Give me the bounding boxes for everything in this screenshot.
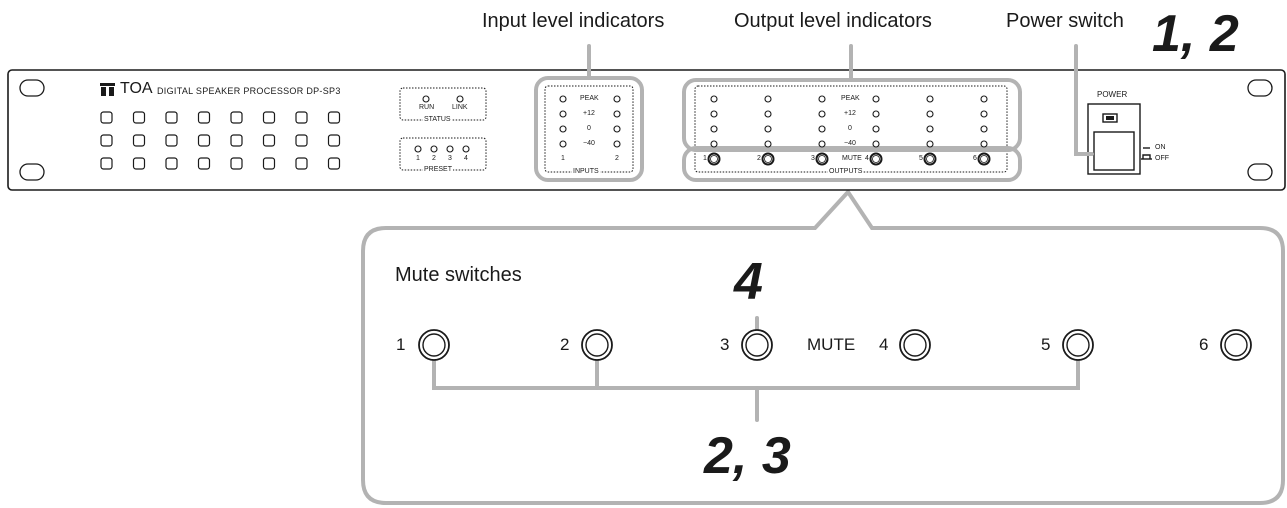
preset-box xyxy=(399,137,487,171)
panel-key xyxy=(295,134,308,147)
power-on-label: ON xyxy=(1155,144,1166,151)
panel-key xyxy=(230,111,243,124)
panel-key xyxy=(165,157,178,170)
mute-number-6: 6 xyxy=(1199,335,1209,354)
preset-num-1: 1 xyxy=(416,155,420,162)
leader-lines xyxy=(432,44,1094,422)
panel-key xyxy=(165,111,178,124)
panel-key xyxy=(197,157,211,170)
status-box xyxy=(399,87,487,121)
preset-key-grid xyxy=(100,111,341,170)
panel-key xyxy=(327,111,341,124)
mute-number-1: 1 xyxy=(396,335,406,354)
status-label: STATUS xyxy=(423,116,452,123)
zoom-callout-outline xyxy=(361,188,1285,505)
link-led xyxy=(456,95,464,103)
on-off-symbols xyxy=(1141,147,1152,160)
panel-key xyxy=(230,134,243,147)
rack-panel xyxy=(7,69,1286,191)
output-channel-2: 2 xyxy=(757,155,761,162)
mute-number-4: 4 xyxy=(879,335,889,354)
output-level-0: 0 xyxy=(848,125,852,132)
preset-num-2: 2 xyxy=(432,155,436,162)
panel-mute-buttons xyxy=(707,152,991,166)
input-channel-2: 2 xyxy=(615,155,619,162)
panel-key xyxy=(165,134,178,147)
panel-key xyxy=(100,157,113,170)
preset-num-3: 3 xyxy=(448,155,452,162)
input-channel-1: 1 xyxy=(561,155,565,162)
panel-key xyxy=(295,157,308,170)
panel-mute-label: MUTE xyxy=(842,155,862,162)
mute-number-5: 5 xyxy=(1041,335,1051,354)
power-switch-rocker xyxy=(1093,131,1135,171)
panel-key xyxy=(230,157,243,170)
brand-logo: TOA xyxy=(120,80,153,97)
preset-num-4: 4 xyxy=(464,155,468,162)
output-leds xyxy=(710,95,988,148)
power-off-label: OFF xyxy=(1155,155,1169,162)
mute-number-3: 3 xyxy=(720,335,730,354)
input-level-40: −40 xyxy=(583,140,595,147)
step-number-power: 1, 2 xyxy=(1152,5,1239,63)
run-label: RUN xyxy=(419,104,435,111)
detail-mute-buttons xyxy=(418,329,1252,361)
panel-key xyxy=(132,157,146,170)
input-level-12: +12 xyxy=(583,110,595,117)
outputs-label: OUTPUTS xyxy=(828,168,864,175)
panel-key xyxy=(132,134,146,147)
input-level-0: 0 xyxy=(587,125,591,132)
panel-key xyxy=(100,111,113,124)
panel-key xyxy=(327,157,341,170)
step-number-mutes: 2, 3 xyxy=(704,427,791,485)
outputs-box xyxy=(694,85,1008,173)
output-channel-3: 3 xyxy=(811,155,815,162)
preset-label: PRESET xyxy=(423,166,454,173)
mute-detail-label: MUTE xyxy=(807,335,856,354)
output-level-peak: PEAK xyxy=(841,95,860,102)
output-level-40: −40 xyxy=(844,140,856,147)
inputs-box xyxy=(544,85,634,173)
output-channel-1: 1 xyxy=(703,155,707,162)
panel-key xyxy=(100,134,113,147)
inputs-label: INPUTS xyxy=(572,168,600,175)
mount-hole-tr xyxy=(1247,79,1273,97)
panel-key xyxy=(262,111,276,124)
model-name: DIGITAL SPEAKER PROCESSOR DP-SP3 xyxy=(157,86,341,96)
input-level-callout: Input level indicators xyxy=(482,10,665,32)
mute-row-highlight xyxy=(682,146,1022,182)
toa-logo-mark xyxy=(100,83,115,96)
panel-key xyxy=(197,111,211,124)
output-level-callout: Output level indicators xyxy=(734,10,932,32)
mount-hole-bl xyxy=(19,163,45,181)
panel-key xyxy=(262,157,276,170)
panel-key xyxy=(262,134,276,147)
preset-leds xyxy=(414,145,470,153)
output-level-12: +12 xyxy=(844,110,856,117)
input-level-peak: PEAK xyxy=(580,95,599,102)
power-switch-callout: Power switch xyxy=(1006,10,1124,32)
output-channel-6: 6 xyxy=(973,155,977,162)
panel-key xyxy=(327,134,341,147)
mute-number-2: 2 xyxy=(560,335,570,354)
output-channel-5: 5 xyxy=(919,155,923,162)
power-label: POWER xyxy=(1097,90,1128,99)
mount-hole-tl xyxy=(19,79,45,97)
link-label: LINK xyxy=(452,104,468,111)
panel-key xyxy=(295,111,308,124)
panel-key xyxy=(132,111,146,124)
panel-key xyxy=(197,134,211,147)
input-leds xyxy=(559,95,621,148)
output-channel-4: 4 xyxy=(865,155,869,162)
mount-hole-br xyxy=(1247,163,1273,181)
run-led xyxy=(422,95,430,103)
mute-switches-callout: Mute switches xyxy=(395,264,522,286)
step-number-mute-3: 4 xyxy=(734,253,763,311)
